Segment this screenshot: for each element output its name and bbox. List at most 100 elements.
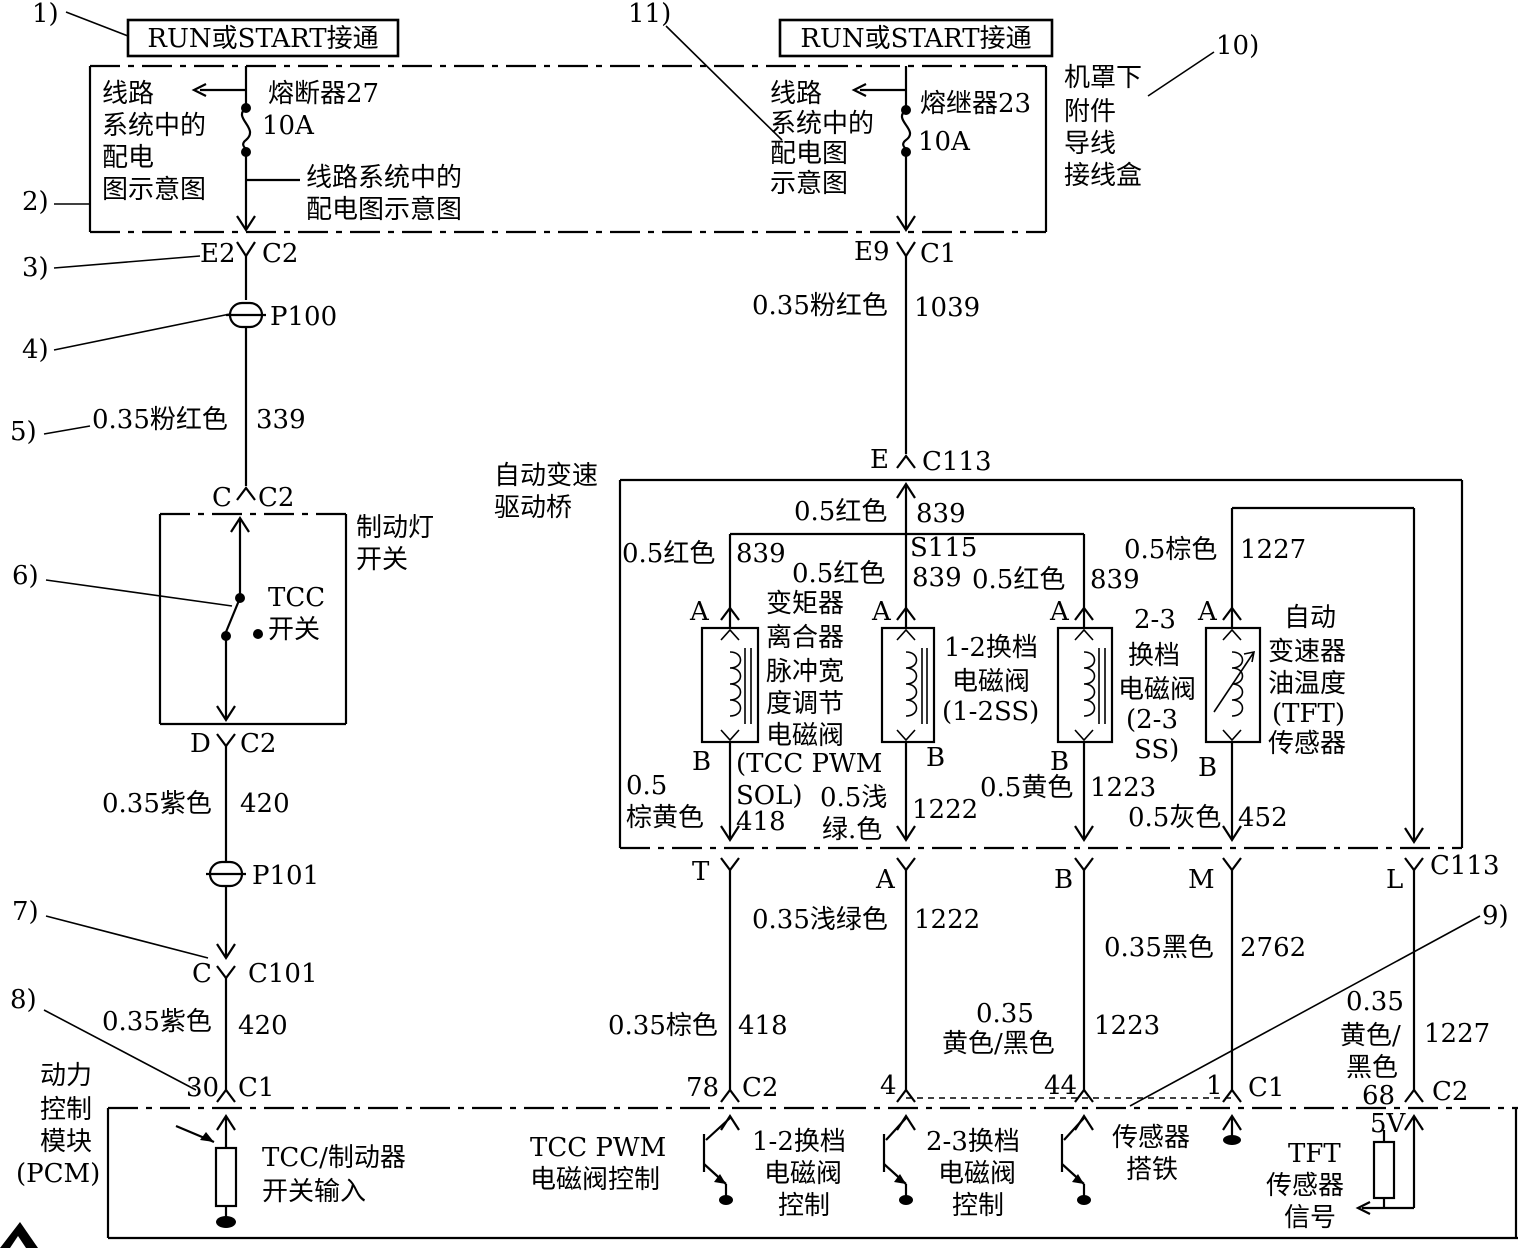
wire-339-label: 0.35粉红色 [92,405,228,435]
svg-text:TFT: TFT [1288,1139,1341,1169]
wire-839-top-label: 0.5红色 [794,497,887,527]
callout-10-leader [1147,51,1215,97]
pin-a-23ss: A [1049,597,1070,627]
svg-text:0.35: 0.35 [976,999,1034,1029]
tcc-pwm-solenoid-label: 变矩器 离合器 脉冲宽 度调节 电磁阀 (TCC PWM SOL) [736,589,882,811]
callout-8-leader [43,1009,197,1091]
svg-text:开关输入: 开关输入 [262,1177,366,1207]
component-pin-a-arrows [720,606,1242,621]
svg-text:(TCC PWM: (TCC PWM [736,749,882,779]
svg-text:0.35: 0.35 [1346,987,1404,1017]
pin-b-tft: B [1198,753,1217,783]
svg-text:(2-3: (2-3 [1126,705,1178,735]
right-box-circuit-note: 线路 系统中的 配电图 示意图 [770,79,874,199]
callout-8: 8) [10,985,37,1015]
svg-text:(TFT): (TFT) [1272,699,1345,729]
callout-1-leader [65,11,129,37]
wire-1039-num: 1039 [914,293,980,323]
svg-text:油温度: 油温度 [1268,669,1346,699]
sensor-ground-label: 传感器 搭铁 [1112,1123,1190,1185]
conn-c113-b-label: C113 [1430,851,1500,881]
pcm-pin-4: 4 [880,1071,897,1101]
conn-e-label: E [870,445,889,475]
callout-3: 3) [22,253,49,283]
trans-axle-box [618,478,1464,850]
conn-b-label: B [1054,865,1073,895]
svg-text:黄色/黑色: 黄色/黑色 [942,1029,1055,1059]
conn-c1-label: C1 [238,1073,274,1103]
svg-text:配电图: 配电图 [770,139,848,169]
pass-through-p101 [206,860,246,961]
svg-text:图示意图: 图示意图 [102,175,206,205]
conn-c2-label-a: C2 [262,239,298,269]
wire-839-top-num: 839 [916,499,966,529]
conn-e2-label: E2 [200,239,236,269]
fuse-23-name: 熔继器23 [920,89,1031,119]
svg-text:系统中的: 系统中的 [770,109,874,139]
wire-339-num: 339 [256,405,306,435]
feed-839 [728,481,1086,612]
wire-1227-label: 0.35 黄色/ 黑色 [1340,987,1404,1083]
pcm-c1-label: C1 [1248,1073,1284,1103]
left-box-circuit-note-2: 线路系统中的 配电图示意图 [306,163,462,225]
connector-30-c1 [216,1088,236,1103]
svg-text:变速器: 变速器 [1268,637,1346,667]
wire-1222-in-label: 0.5浅 绿.色 [820,783,887,845]
wire-418-label: 0.35棕色 [608,1011,718,1041]
feed-1227 [1230,506,1424,845]
callout-7: 7) [12,897,39,927]
svg-text:动力: 动力 [40,1061,92,1091]
conn-e9-label: E9 [854,237,890,267]
svg-text:传感器: 传感器 [1112,1123,1190,1153]
pcm-pin-1: 1 [1206,1071,1223,1101]
connector-d-c2 [216,733,236,862]
svg-text:离合器: 离合器 [766,623,844,653]
pin-a-tft: A [1197,597,1218,627]
ss12-solenoid-label: 1-2换档 电磁阀 (1-2SS) [942,633,1039,727]
wire-420a-num: 420 [240,789,290,819]
svg-text:TCC/制动器: TCC/制动器 [262,1143,406,1173]
svg-text:配电图示意图: 配电图示意图 [306,195,462,225]
svg-text:传感器: 传感器 [1266,1171,1344,1201]
callout-1: 1) [32,0,59,29]
svg-text:线路系统中的: 线路系统中的 [306,163,462,193]
conn-c2-label-c: C2 [240,729,276,759]
svg-text:换档: 换档 [1128,641,1180,671]
fuse-27-rating: 10A [262,111,315,141]
wire-452-label: 0.5灰色 [1128,803,1221,833]
tft-signal-label: TFT 传感器 信号 [1266,1139,1344,1233]
callout-6: 6) [12,561,39,591]
sensor-ground-symbol [1222,1113,1242,1145]
wire-420a-label: 0.35紫色 [102,789,212,819]
tcc-switch [216,515,263,723]
conn-l-label: L [1386,865,1403,895]
svg-text:线路: 线路 [770,79,822,109]
p100-label: P100 [270,302,337,332]
svg-text:黑色: 黑色 [1346,1053,1398,1083]
pin-b-12ss: B [926,743,945,773]
brake-switch-box [158,512,348,726]
wire-1227-top-num: 1227 [1240,535,1306,565]
callout-4: 4) [22,335,49,365]
callout-7-leader [45,915,209,959]
svg-text:控制: 控制 [778,1191,830,1221]
svg-text:电磁阀: 电磁阀 [766,721,844,751]
svg-text:自动: 自动 [1284,603,1336,633]
pcm-pin-44: 44 [1044,1071,1077,1101]
connector-e2-c2 [236,241,256,300]
splice-s115: S115 [910,533,977,563]
five-volt-label: 5V [1370,1109,1407,1139]
junction-box-outline [88,64,1048,234]
svg-text:1-2换档: 1-2换档 [752,1127,846,1157]
wire-420b-label: 0.35紫色 [102,1007,212,1037]
wire-418-in-num: 418 [736,807,786,837]
fuse-27-name: 熔断器27 [268,79,379,109]
svg-text:机罩下: 机罩下 [1064,63,1142,93]
ss23-control-label: 2-3换档 电磁阀 控制 [926,1127,1020,1221]
conn-c113-label: C113 [922,447,992,477]
pin-a-tcc: A [689,597,710,627]
svg-text:棕黄色: 棕黄色 [626,803,704,833]
connector-c101 [216,965,236,1090]
conn-c1-label-r: C1 [920,239,956,269]
conn-c101-label: C101 [248,959,318,989]
